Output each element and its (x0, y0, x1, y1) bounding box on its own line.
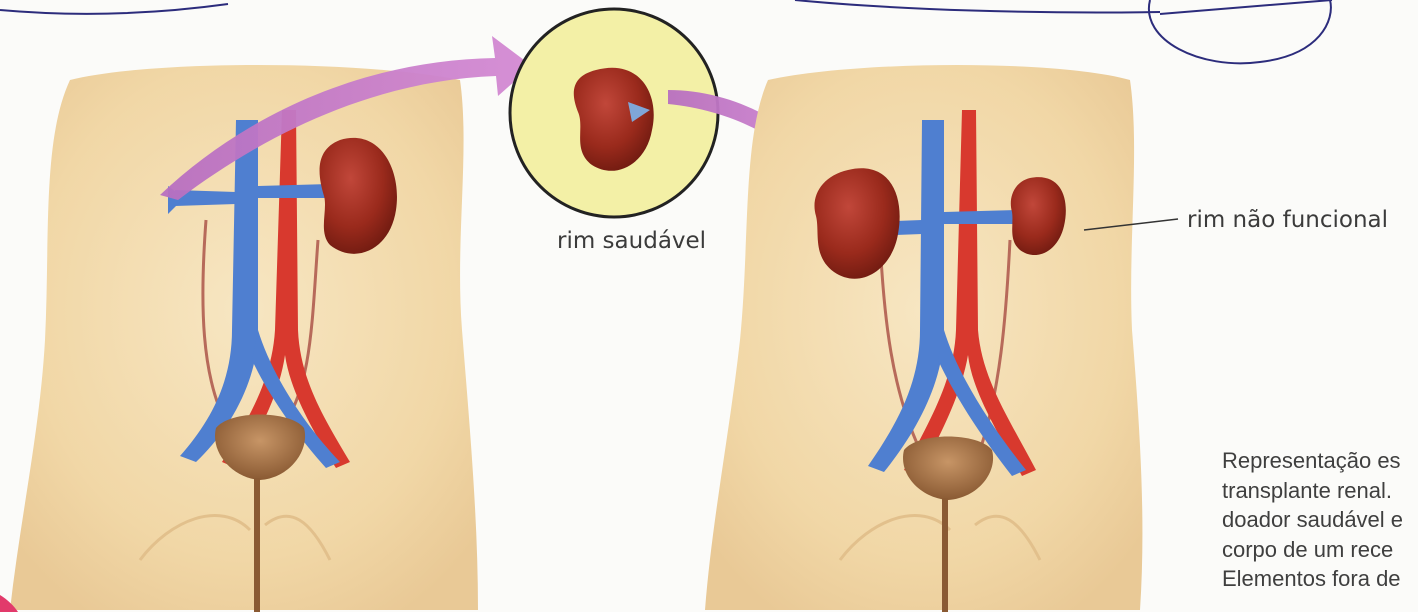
recipient-torso (705, 65, 1142, 612)
ink-stroke-left (0, 4, 228, 14)
caption-line: doador saudável e (1222, 505, 1403, 535)
label-healthy-kidney: rim saudável (557, 228, 706, 254)
figure-caption: Representação es transplante renal. doad… (1222, 446, 1403, 594)
caption-line: corpo de um rece (1222, 535, 1403, 565)
healthy-kidney-callout (510, 9, 718, 217)
ink-stroke-center (795, 0, 1160, 13)
donor-renal-vein-right (258, 184, 330, 198)
label-non-functional-kidney: rim não funcional (1187, 207, 1388, 233)
donor-urethra (254, 478, 260, 612)
caption-line: transplante renal. (1222, 476, 1403, 506)
caption-line: Representação es (1222, 446, 1403, 476)
recipient-urethra (942, 498, 948, 612)
ink-stroke-right (1160, 0, 1332, 14)
caption-line: Elementos fora de (1222, 564, 1403, 594)
ink-loop-right (1149, 0, 1331, 63)
